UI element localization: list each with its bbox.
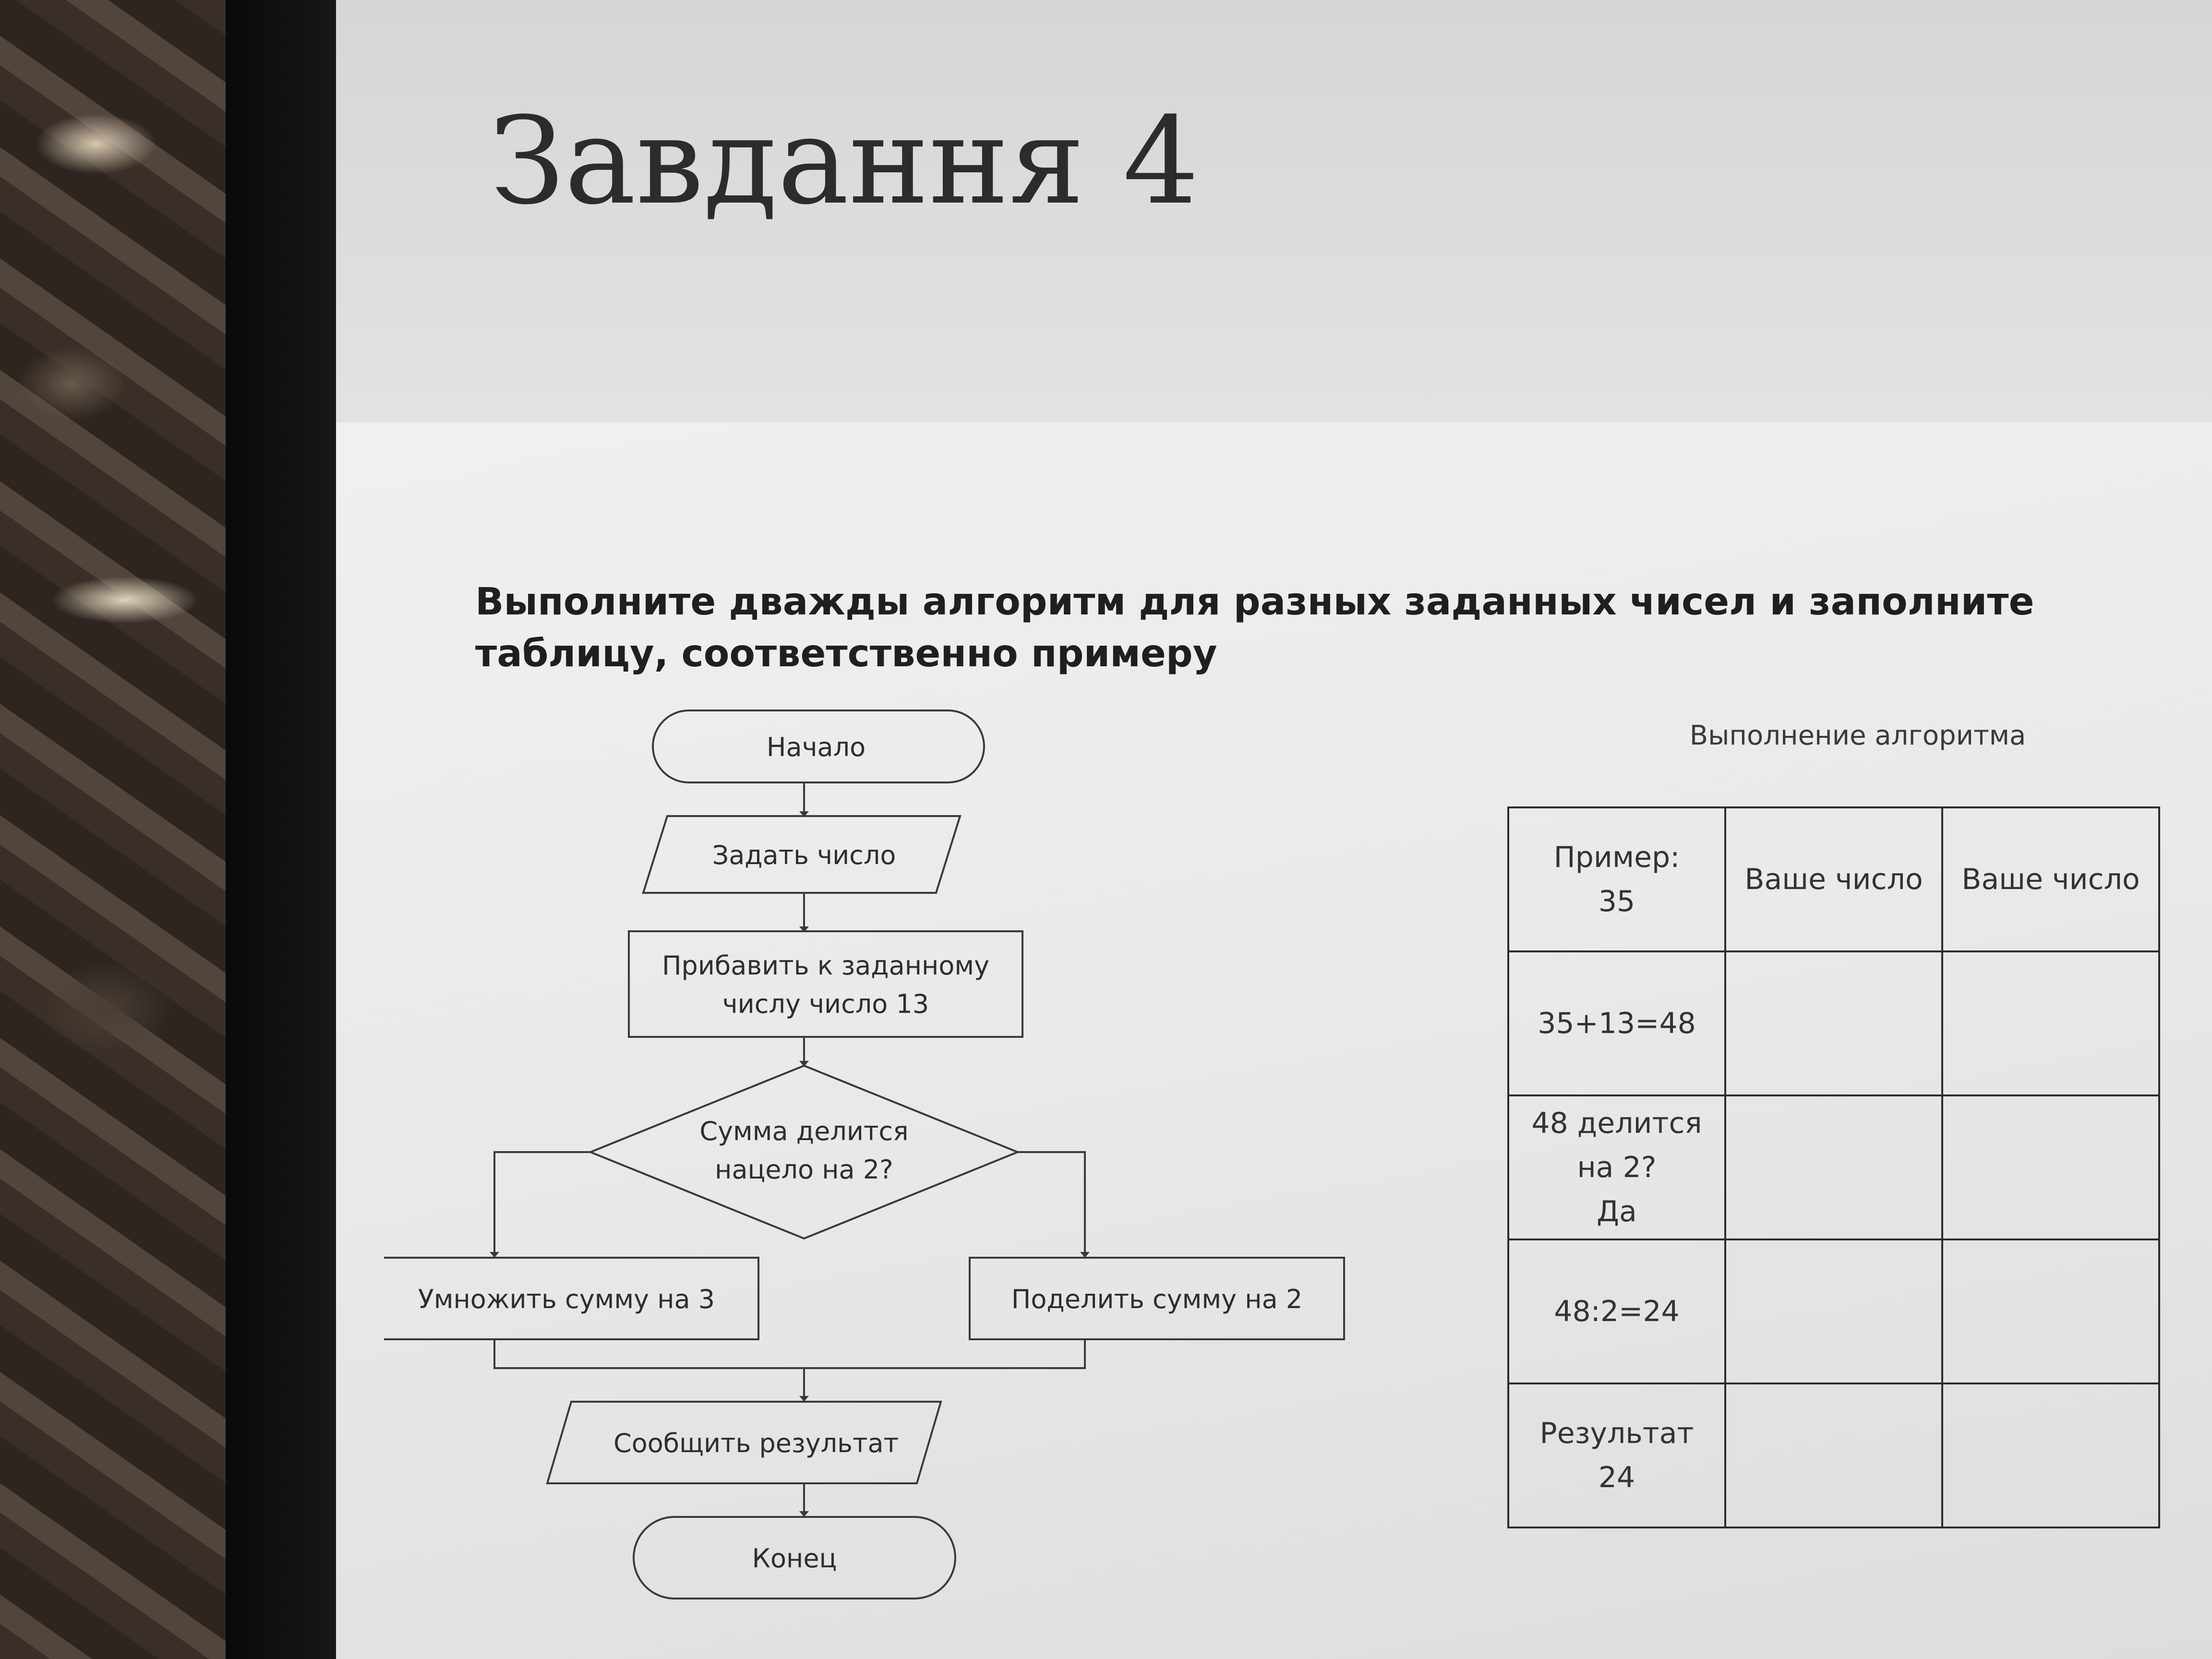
table-row: Результат 24 [1507,1382,2160,1528]
decision-label-line2: нацело на 2? [715,1154,893,1185]
cell-line: Да [1597,1195,1637,1228]
example-cell: 35+13=48 [1507,950,1726,1096]
arrow-head [799,811,809,817]
table-row: 48:2=24 [1507,1238,2160,1384]
empty-answer-cell[interactable] [1724,1094,1943,1240]
cell-line: на 2? [1577,1151,1657,1184]
task-instruction: Выполните дважды алгоритм для разных зад… [475,580,2034,675]
arrow-head [799,926,809,932]
output-parallelogram [546,1401,942,1484]
divide-box [969,1257,1345,1340]
empty-answer-cell[interactable] [1724,1382,1943,1528]
table-row: 35+13=48 [1507,950,2160,1096]
input-parallelogram [642,815,962,894]
arrow-head [490,1252,499,1258]
divide-label: Поделить сумму на 2 [1011,1284,1302,1314]
start-terminator [652,709,985,783]
output-label: Сообщить результат [613,1428,899,1458]
multiply-label: Умножить сумму на 3 [418,1284,715,1314]
arrow-head [799,1061,809,1067]
algorithm-execution-table: Пример: 35 Ваше число Ваше число 35+13=4… [1507,806,2160,1528]
cell-line: 48 делится [1531,1106,1702,1140]
empty-answer-cell[interactable] [1941,1238,2160,1384]
example-cell: Результат 24 [1507,1382,1726,1528]
add-process-box [628,930,1023,1038]
example-cell: 48 делится на 2? Да [1507,1094,1726,1240]
cell-line: 24 [1598,1461,1635,1494]
your-number-header-cell: Ваше число [1724,806,1943,952]
end-label: Конец [752,1543,837,1574]
input-label: Задать число [712,840,896,870]
cell-line: 48:2=24 [1554,1295,1680,1328]
slide-header: Завдання 4 [336,0,2212,422]
table-title: Выполнение алгоритма [1689,720,2026,751]
slide-title: Завдання 4 [490,91,1200,231]
add-label-line1: Прибавить к заданному [662,950,989,981]
table-header-row: Пример: 35 Ваше число Ваше число [1507,806,2160,952]
example-cell: 48:2=24 [1507,1238,1726,1384]
empty-answer-cell[interactable] [1724,1238,1943,1384]
table-row: 48 делится на 2? Да [1507,1094,2160,1240]
presentation-screen: Завдання 4 Выполните дважды алгоритм для… [336,0,2212,1659]
example-header-line2: 35 [1598,885,1635,918]
empty-answer-cell[interactable] [1724,950,1943,1096]
empty-answer-cell[interactable] [1941,950,2160,1096]
start-label: Начало [767,732,866,762]
cell-line: 35+13=48 [1538,1007,1696,1040]
add-label-line2: числу число 13 [722,989,929,1019]
empty-answer-cell[interactable] [1941,1382,2160,1528]
example-header-cell: Пример: 35 [1507,806,1726,952]
example-header-line1: Пример: [1553,841,1680,874]
your-number-header-cell: Ваше число [1941,806,2160,952]
end-terminator [633,1516,956,1599]
arrow-head [799,1396,809,1402]
algorithm-flowchart: Начало Задать число Прибавить к заданном… [384,709,1345,1599]
decision-label-line1: Сумма делится [699,1116,908,1146]
empty-answer-cell[interactable] [1941,1094,2160,1240]
multiply-box [384,1257,759,1340]
decision-diamond [588,1064,1021,1240]
arrow-head [1080,1252,1090,1258]
cell-line: Результат [1539,1417,1694,1450]
arrow-head [799,1511,809,1517]
